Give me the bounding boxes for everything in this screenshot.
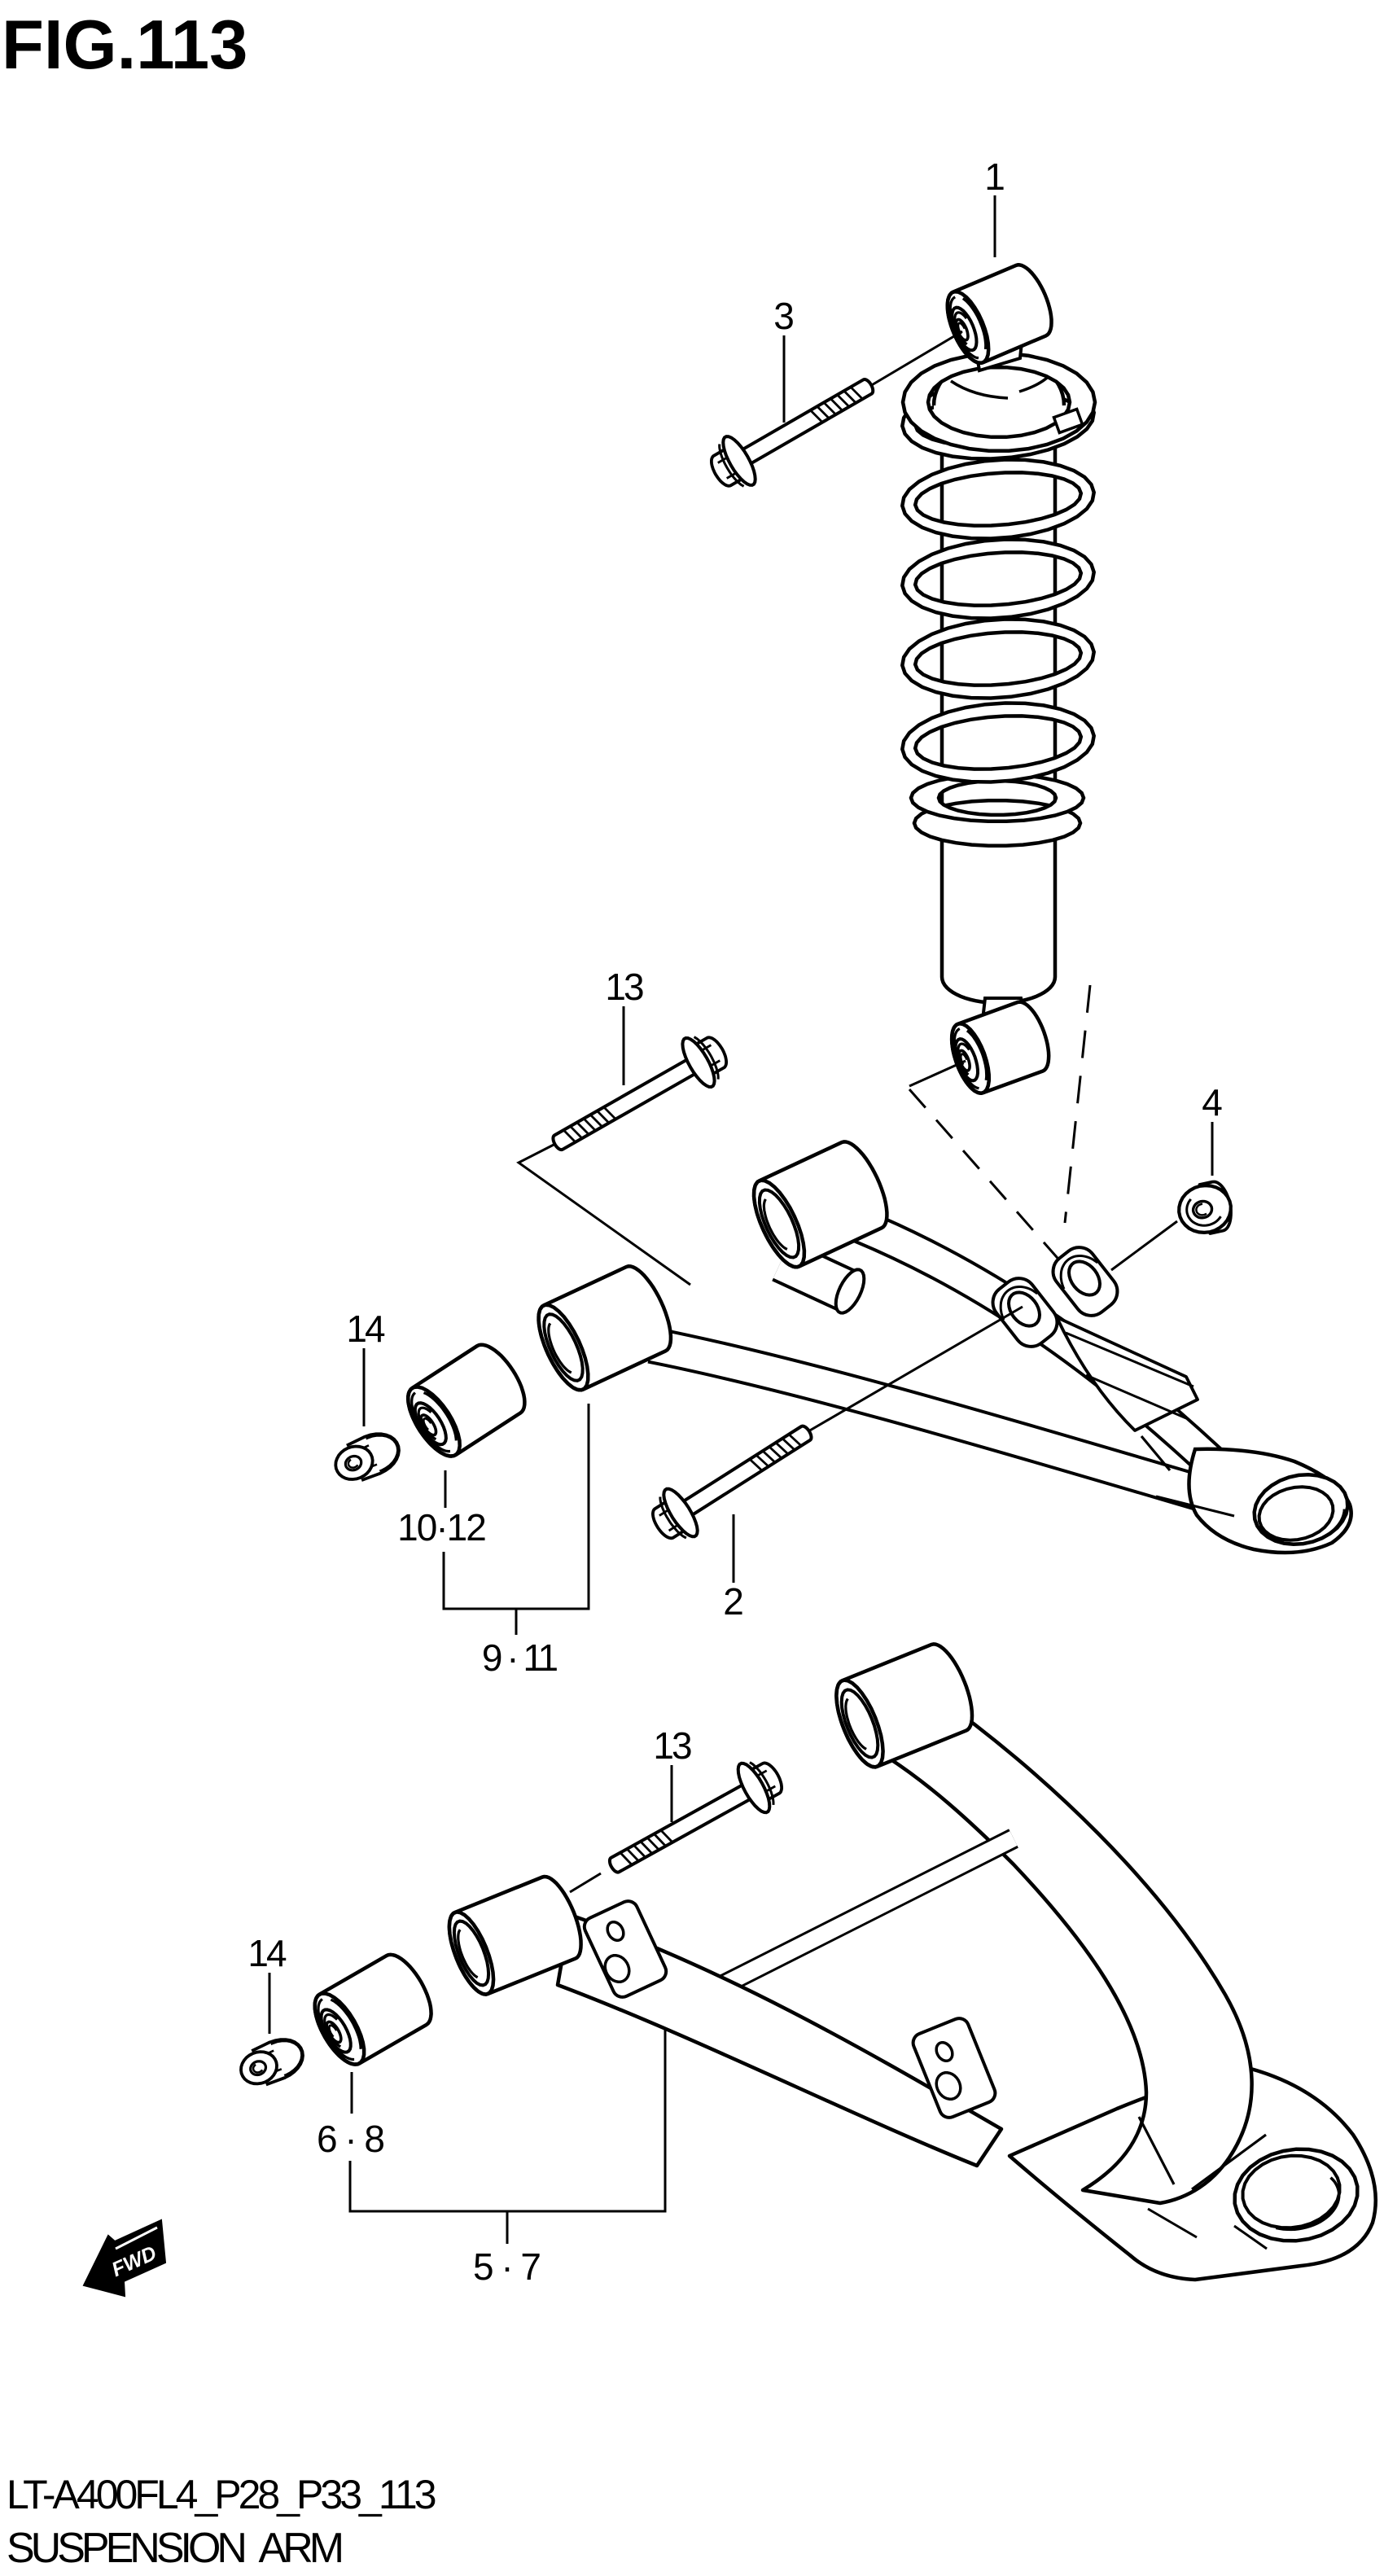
svg-text:10·12: 10·12 — [397, 1506, 485, 1549]
svg-text:4: 4 — [1202, 1081, 1223, 1124]
svg-text:1: 1 — [984, 156, 1005, 198]
svg-text:5 · 7: 5 · 7 — [473, 2245, 540, 2288]
svg-text:14: 14 — [247, 1932, 287, 1974]
svg-text:14: 14 — [346, 1308, 385, 1350]
svg-text:13: 13 — [653, 1724, 691, 1767]
svg-text:2: 2 — [723, 1580, 744, 1623]
svg-text:SUSPENSION ARM: SUSPENSION ARM — [7, 2525, 342, 2572]
svg-text:3: 3 — [773, 295, 795, 337]
svg-text:9 · 11: 9 · 11 — [482, 1636, 558, 1679]
svg-text:6 · 8: 6 · 8 — [317, 2118, 383, 2160]
svg-text:13: 13 — [605, 966, 643, 1008]
svg-text:LT-A400FL4_P28_P33_113: LT-A400FL4_P28_P33_113 — [7, 2472, 436, 2517]
svg-text:FIG.113: FIG.113 — [2, 7, 247, 84]
